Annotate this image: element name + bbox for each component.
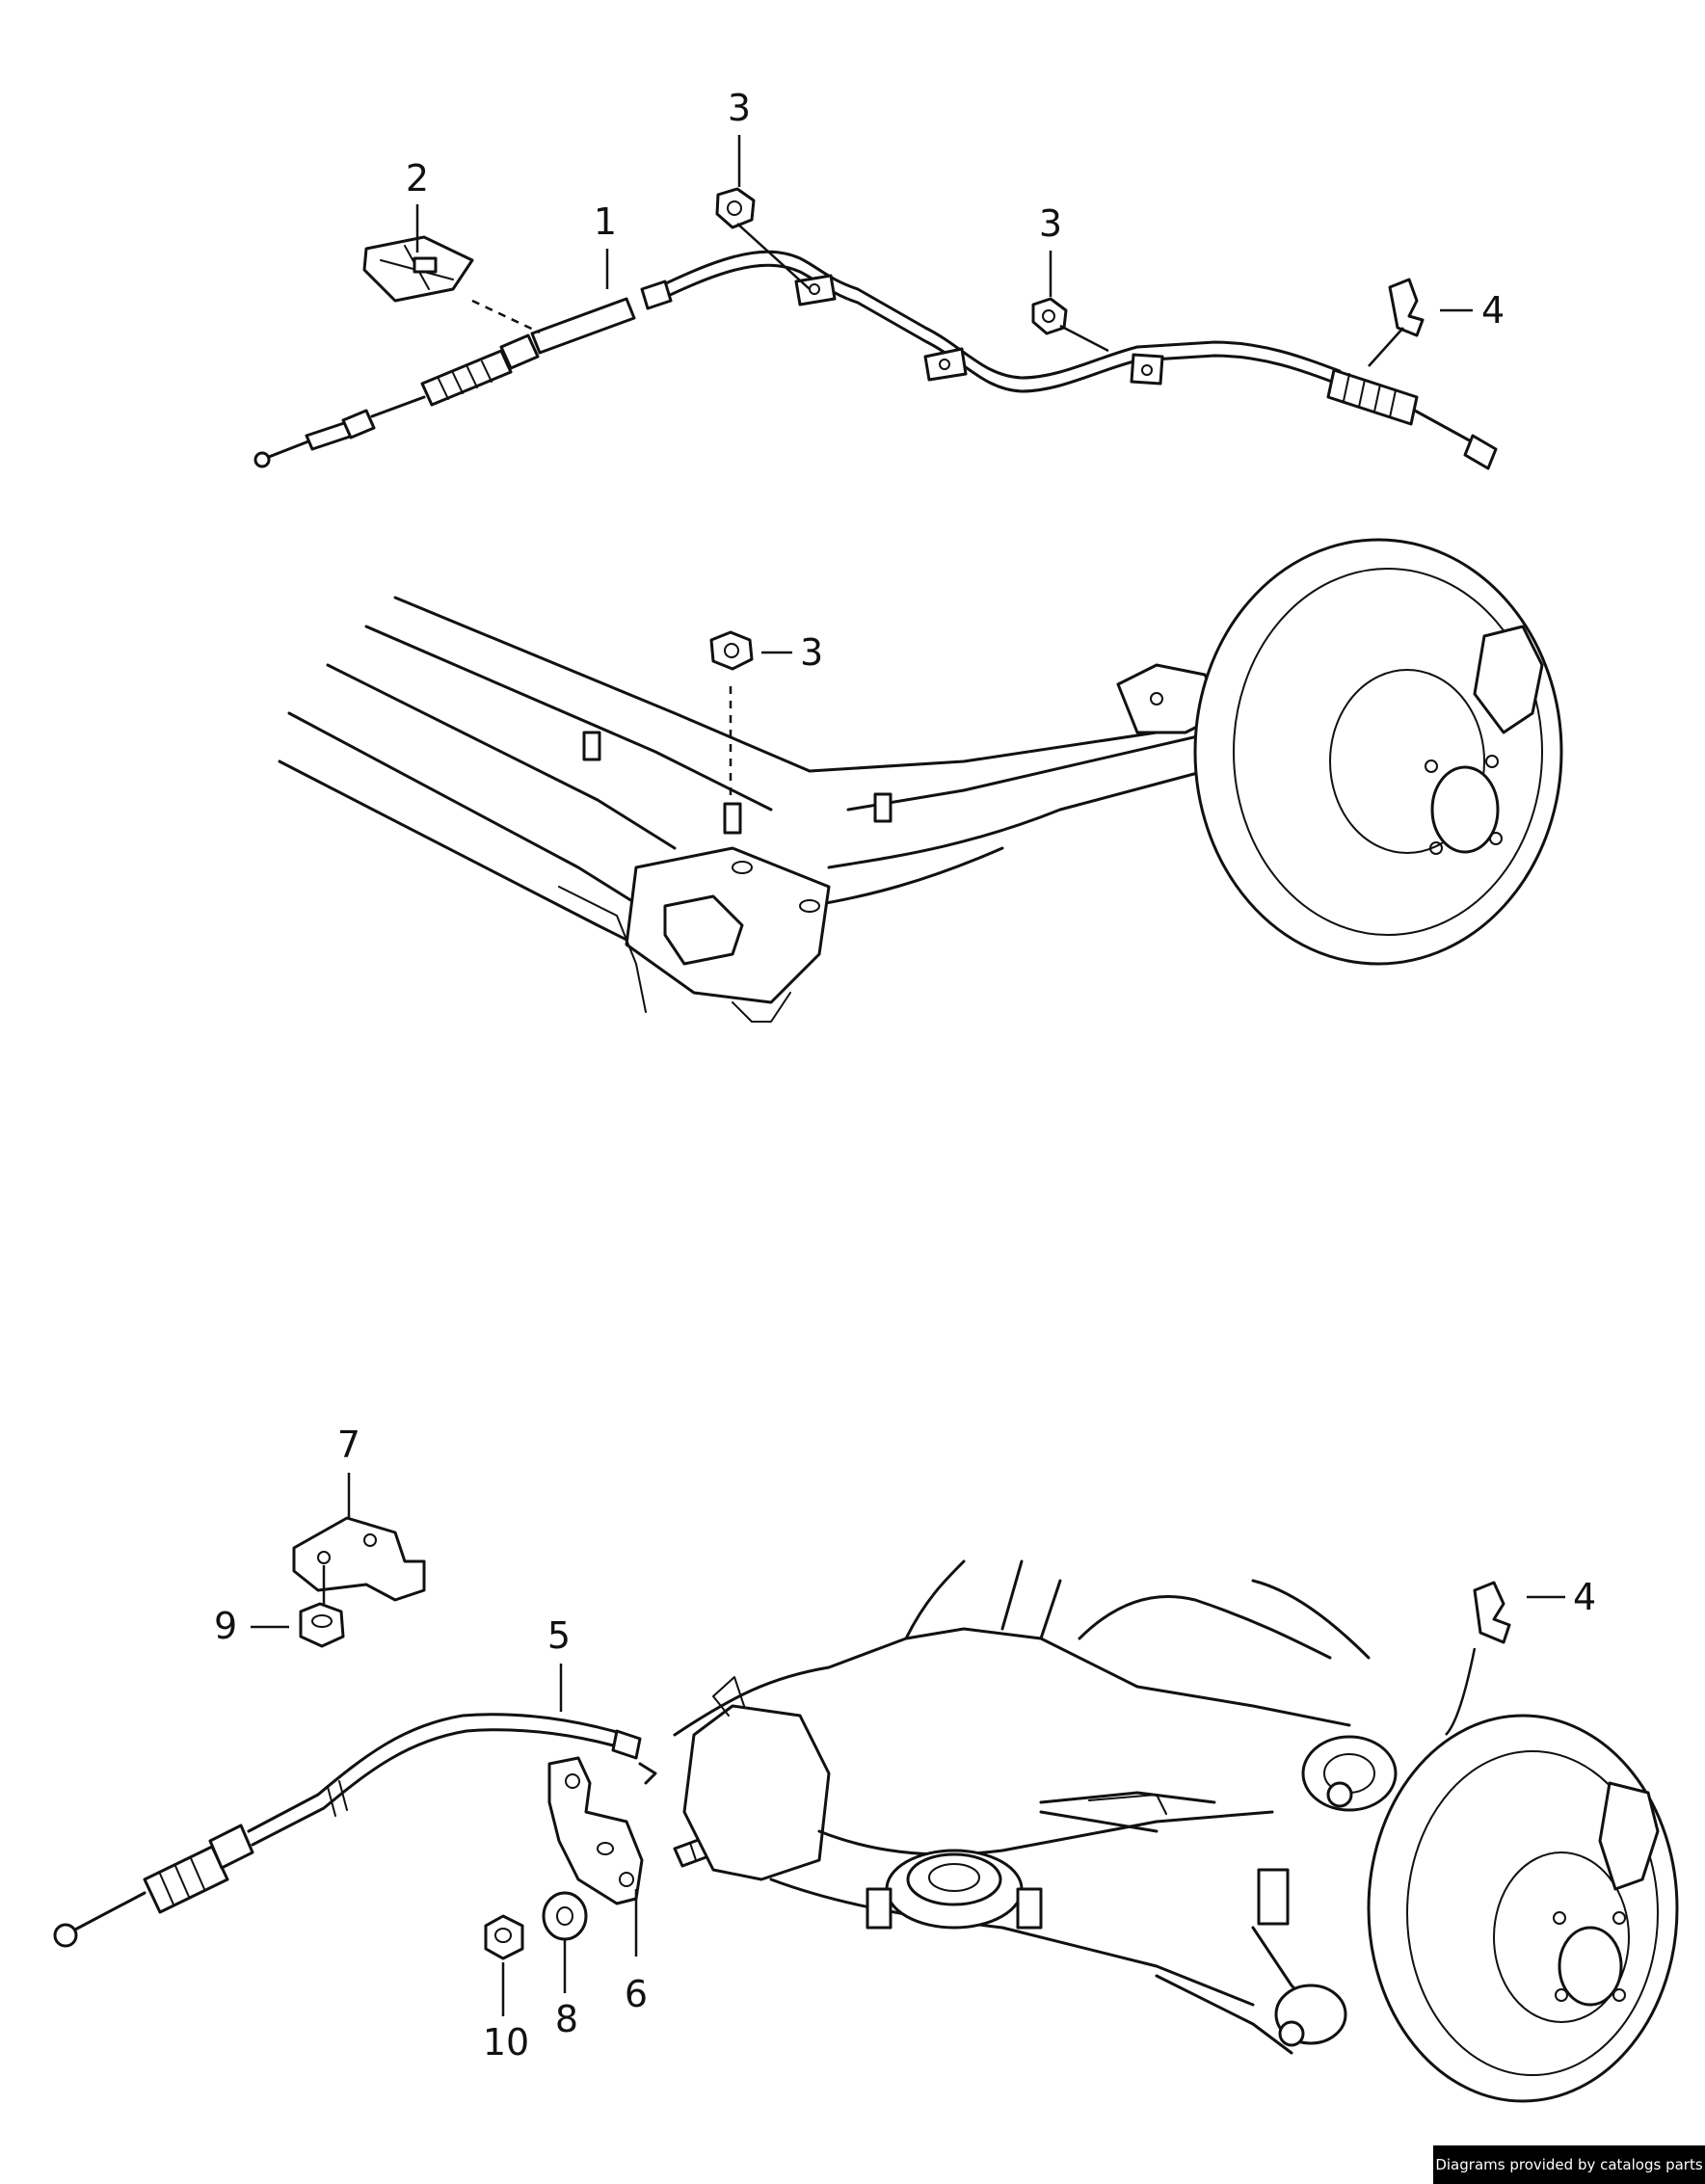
callout-4-upper: 4 bbox=[1440, 289, 1505, 332]
svg-text:10: 10 bbox=[483, 2021, 529, 2064]
brake-drum-lower bbox=[1367, 1714, 1679, 2103]
nut-part-3-axle bbox=[709, 630, 754, 800]
svg-text:3: 3 bbox=[728, 87, 751, 129]
clip-part-2 bbox=[362, 235, 474, 303]
callout-8: 8 bbox=[555, 1998, 578, 2040]
svg-text:7: 7 bbox=[337, 1424, 360, 1466]
svg-text:8: 8 bbox=[555, 1998, 578, 2040]
cable-assembly-upper bbox=[253, 250, 1498, 470]
svg-text:2: 2 bbox=[406, 157, 429, 200]
callout-3-upper-a: 3 bbox=[728, 87, 751, 187]
callout-9: 9 bbox=[214, 1605, 289, 1647]
callout-6: 6 bbox=[625, 1973, 648, 2015]
clip-part-4-lower bbox=[1445, 1581, 1511, 1736]
footer-credit: Diagrams provided by catalogs parts bbox=[1433, 2145, 1705, 2184]
callout-1: 1 bbox=[594, 200, 617, 289]
svg-text:9: 9 bbox=[214, 1605, 237, 1647]
callout-10: 10 bbox=[483, 1962, 529, 2064]
rear-subframe bbox=[673, 1559, 1398, 2055]
nut-part-9 bbox=[299, 1602, 345, 1648]
washer-part-8 bbox=[542, 1891, 588, 1993]
nut-part-3-upper-a bbox=[715, 187, 811, 290]
callout-2: 2 bbox=[406, 157, 429, 253]
svg-text:5: 5 bbox=[547, 1614, 571, 1657]
svg-text:6: 6 bbox=[625, 1973, 648, 2015]
callout-3-upper-b: 3 bbox=[1039, 202, 1062, 297]
svg-text:4: 4 bbox=[1573, 1576, 1596, 1618]
callout-5: 5 bbox=[547, 1614, 571, 1712]
svg-text:3: 3 bbox=[800, 631, 823, 674]
svg-text:4: 4 bbox=[1481, 289, 1505, 332]
svg-text:1: 1 bbox=[594, 200, 617, 243]
callout-4-lower: 4 bbox=[1527, 1576, 1596, 1618]
brake-drum-upper bbox=[1193, 538, 1563, 966]
bracket-part-7 bbox=[292, 1516, 426, 1619]
nut-part-10 bbox=[484, 1914, 524, 1960]
clip-part-4-upper bbox=[1368, 278, 1425, 367]
cable-part-5 bbox=[53, 1713, 657, 1948]
rear-axle-beam bbox=[278, 596, 1226, 1023]
callout-7: 7 bbox=[337, 1424, 360, 1519]
svg-text:3: 3 bbox=[1039, 202, 1062, 245]
callout-3-axle: 3 bbox=[761, 631, 823, 674]
nut-part-3-upper-b bbox=[1031, 297, 1109, 353]
